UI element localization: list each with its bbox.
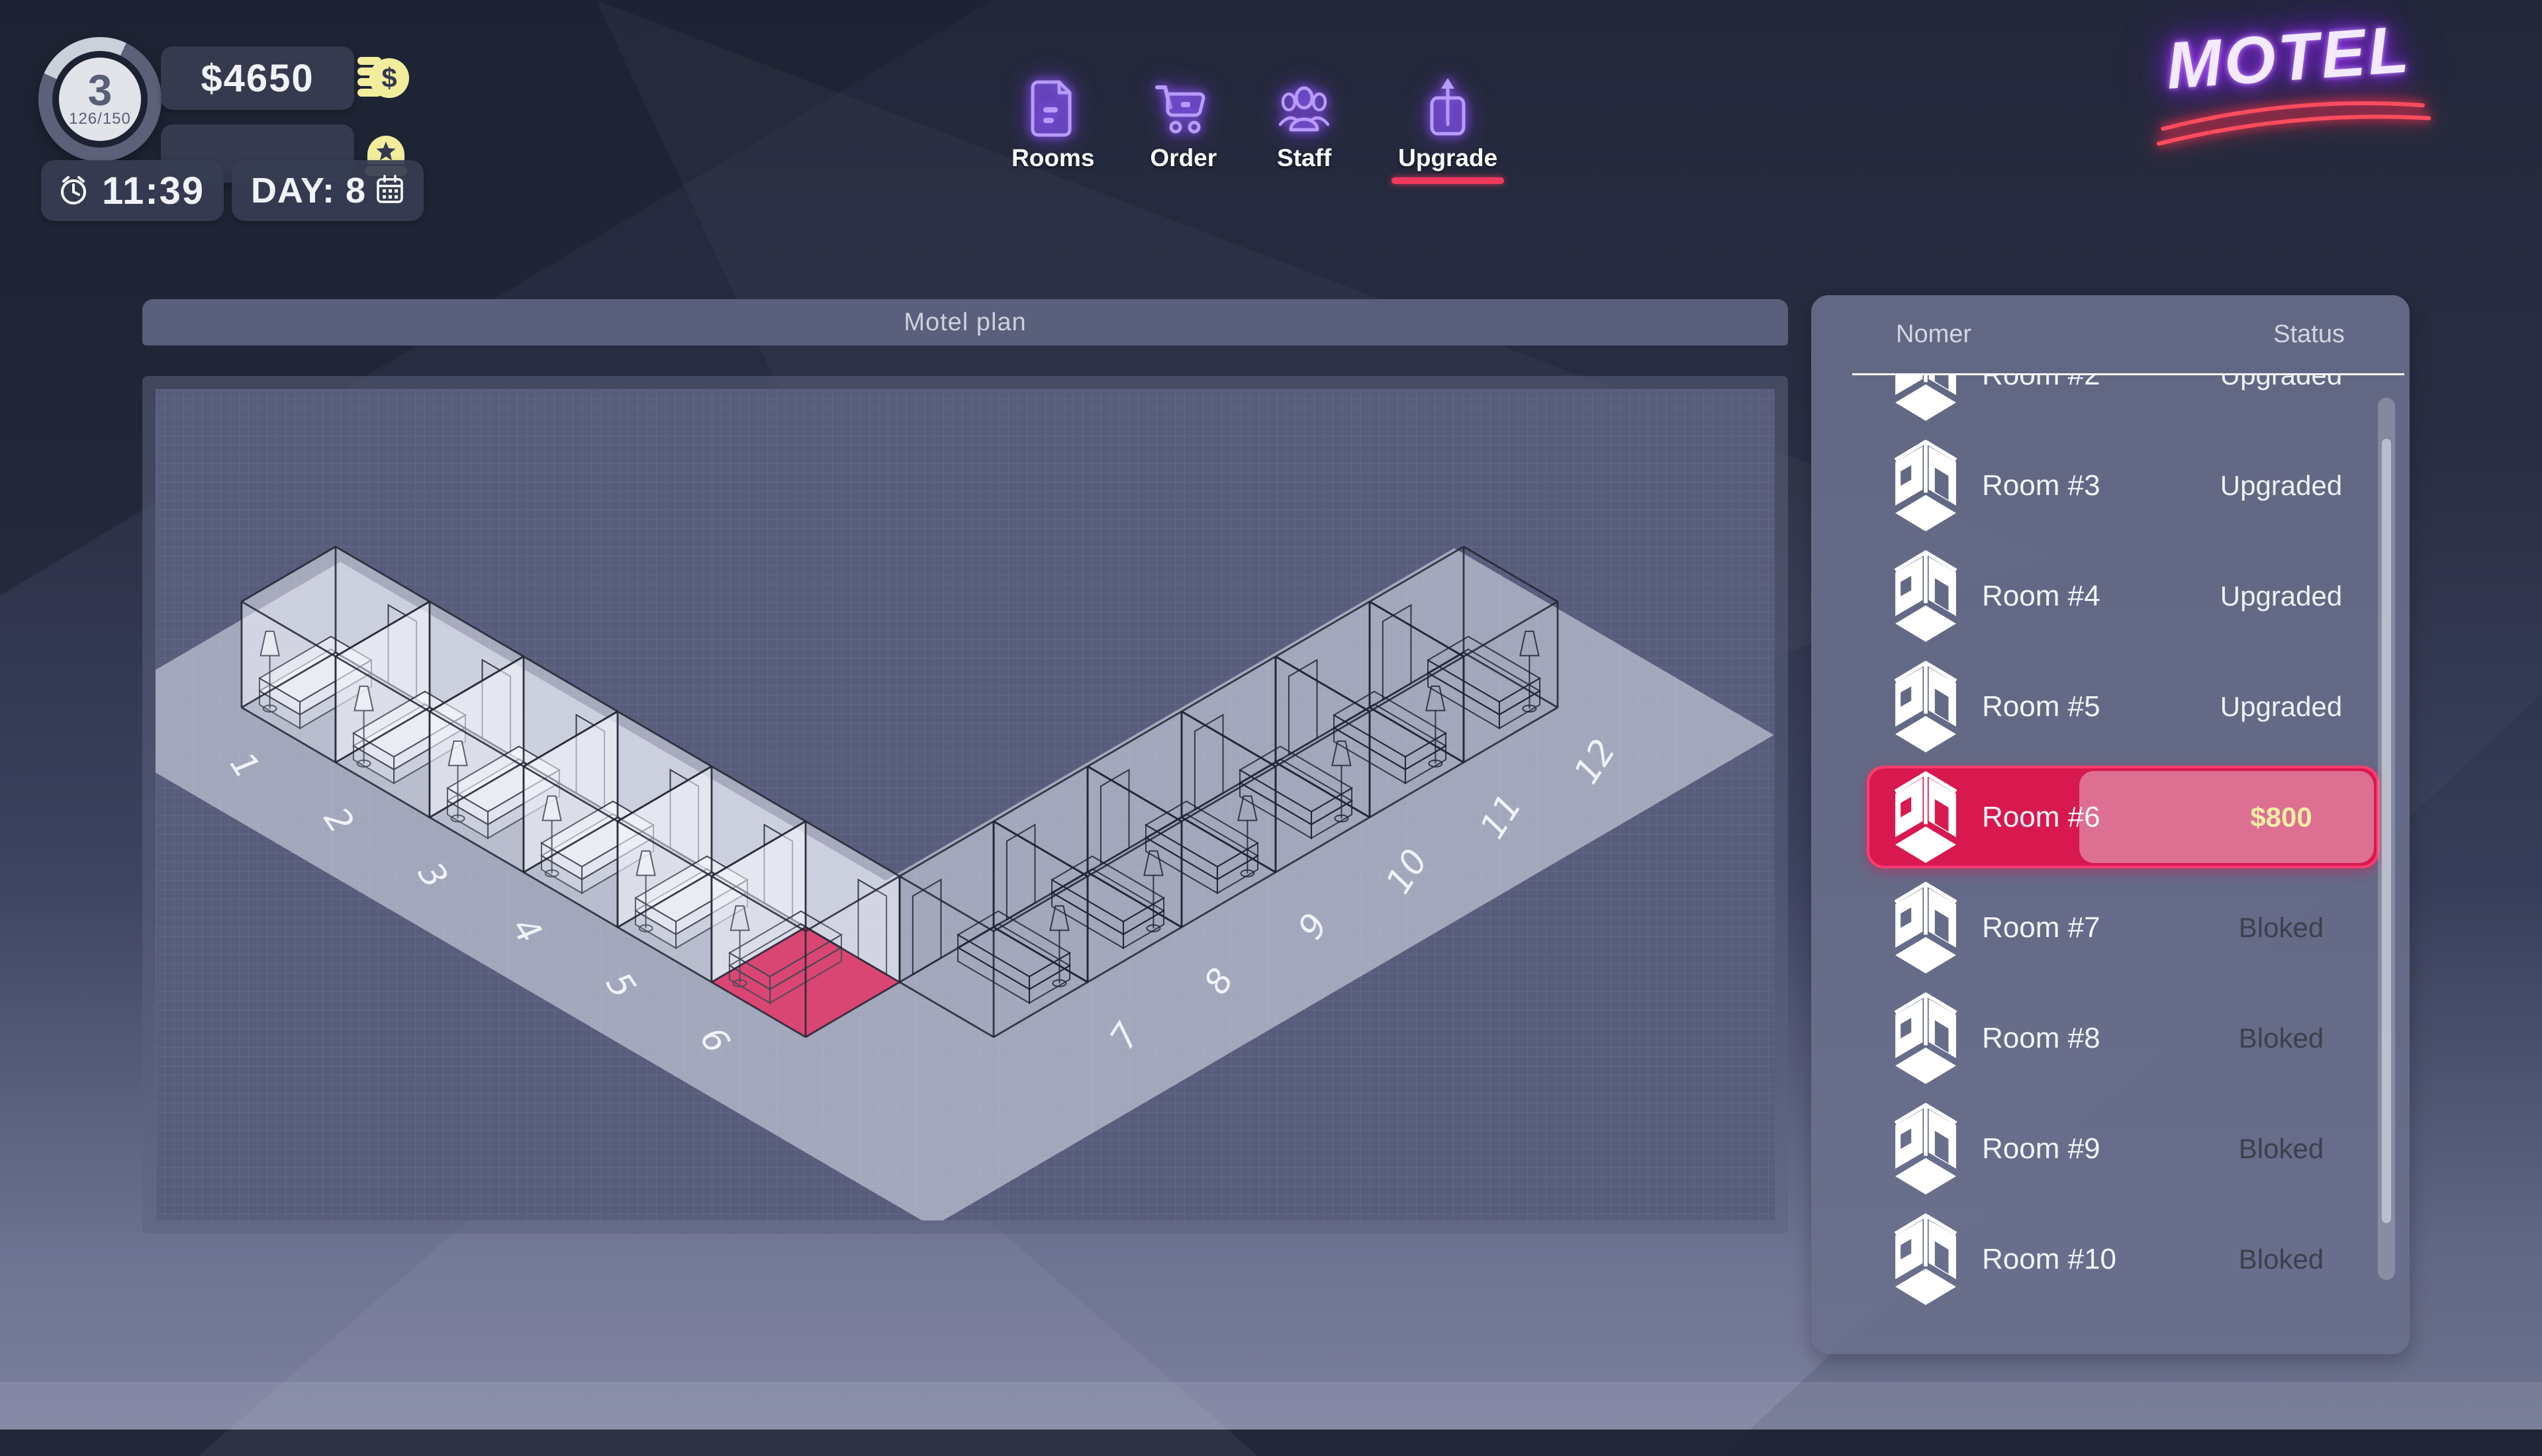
level-inner-circle: 3 126/150 [52, 51, 148, 148]
room-name: Room #10 [1982, 1242, 2117, 1275]
room-list-row[interactable]: Room #4 Upgraded [1811, 541, 2410, 651]
room-price-box [2079, 771, 2374, 863]
staff-people-icon [1272, 77, 1336, 140]
room-cube-icon [1887, 375, 1965, 425]
bottom-band [0, 1382, 2542, 1430]
calendar-icon [375, 173, 404, 208]
room-list-row[interactable]: Room #3 Upgraded [1811, 430, 2410, 541]
scrollbar-track[interactable] [2378, 398, 2395, 1280]
room-list-row[interactable]: Room #5 Upgraded [1811, 651, 2410, 762]
room-name: Room #3 [1982, 469, 2100, 502]
room-cube-icon [1887, 882, 1965, 978]
room-cube-icon [1887, 1103, 1965, 1199]
time-panel: 11:39 [41, 160, 224, 221]
room-list-row[interactable]: Room #7 Bloked [1811, 872, 2410, 983]
level-badge[interactable]: 3 126/150 [38, 37, 162, 161]
clock-icon [58, 172, 89, 210]
room-name: Room #7 [1982, 911, 2100, 944]
room-cube-icon [1887, 992, 1965, 1088]
nav-label: Staff [1277, 144, 1332, 171]
order-cart-icon [1152, 77, 1215, 140]
svg-text:$: $ [381, 62, 397, 93]
room-list-row[interactable]: Room #2 Upgraded [1811, 375, 2410, 430]
money-panel: $4650 [161, 46, 354, 110]
room-status: $800 [2250, 801, 2312, 833]
motel-neon-sign: MOTEL [2138, 10, 2443, 156]
room-status: Upgraded [2220, 580, 2343, 612]
coins-icon: $ [356, 49, 409, 113]
level-progress: 126/150 [69, 110, 131, 128]
column-header-nomer: Nomer [1896, 320, 1972, 348]
nav-label: Rooms [1012, 144, 1095, 171]
level-value: 3 [87, 66, 113, 114]
day-panel: DAY: 8 [232, 160, 424, 221]
room-cube-icon [1887, 439, 1965, 535]
nav-active-underline [1391, 177, 1505, 184]
room-list-row[interactable]: Room #6 $800 [1811, 762, 2410, 872]
list-separator [1852, 373, 2404, 375]
room-name: Room #5 [1982, 690, 2100, 723]
motel-logo-underline [2156, 101, 2431, 146]
room-cube-icon [1887, 660, 1965, 756]
motel-plan-header: Motel plan [142, 299, 1788, 345]
scrollbar-thumb[interactable] [2382, 439, 2391, 1223]
nav-item-upgrade[interactable]: Upgrade [1391, 77, 1505, 184]
motel-plan-title: Motel plan [904, 308, 1027, 336]
plan-room[interactable]: 6 [692, 820, 901, 1060]
room-list-row[interactable]: Room #10 Bloked [1811, 1204, 2410, 1314]
column-header-status: Status [2273, 320, 2345, 348]
upgrade-arrow-icon [1416, 77, 1480, 140]
rooms-document-icon [1021, 77, 1085, 140]
room-name: Room #4 [1982, 579, 2100, 612]
nav-label: Order [1150, 144, 1217, 171]
room-list-rows: Room #2 Upgraded Room #3 Upgraded [1811, 375, 2410, 1314]
room-name: Room #8 [1982, 1021, 2100, 1054]
room-cube-icon [1887, 550, 1965, 646]
room-list-panel: Nomer Status Room #2 Upgraded [1811, 295, 2410, 1354]
nav-item-rooms[interactable]: Rooms [1012, 77, 1094, 184]
room-cube-icon [1887, 771, 1965, 867]
room-name: Room #2 [1982, 375, 2100, 430]
room-status: Bloked [2238, 1243, 2324, 1275]
room-list-row[interactable]: Room #9 Bloked [1811, 1093, 2410, 1204]
room-list-row[interactable]: Room #8 Bloked [1811, 983, 2410, 1093]
room-status: Bloked [2238, 1022, 2324, 1054]
money-value: $4650 [201, 56, 314, 100]
room-status: Bloked [2238, 911, 2324, 943]
room-status: Upgraded [2220, 690, 2343, 722]
room-status: Upgraded [2182, 375, 2380, 430]
room-status: Bloked [2238, 1132, 2324, 1164]
room-status: Upgraded [2220, 469, 2343, 501]
day-value: DAY: 8 [250, 171, 367, 210]
nav-item-order[interactable]: Order [1150, 77, 1217, 184]
nav-item-staff[interactable]: Staff [1272, 77, 1336, 184]
nav-label: Upgrade [1398, 144, 1498, 171]
room-row-card [1867, 766, 2379, 868]
room-list-viewport[interactable]: Room #2 Upgraded Room #3 Upgraded [1811, 375, 2410, 1346]
main-nav: Rooms Order Staff [1012, 77, 1505, 184]
room-name: Room #9 [1982, 1132, 2100, 1165]
room-cube-icon [1887, 1213, 1965, 1309]
time-value: 11:39 [102, 169, 205, 212]
room-name: Room #6 [1982, 800, 2100, 833]
plan-room[interactable]: 7 [898, 820, 1148, 1056]
